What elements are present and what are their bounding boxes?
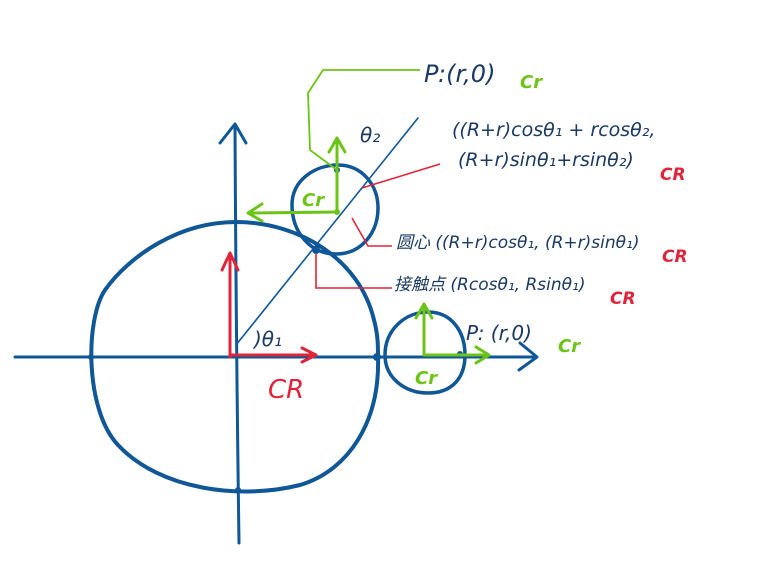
x-axis-arrowhead: [517, 341, 539, 372]
center-label: 圆心 ((R+r)cosθ₁, (R+r)sinθ₁): [396, 233, 640, 253]
y-axis-arrowhead: [218, 122, 248, 145]
p-top-label: P:(r,0): [424, 60, 495, 88]
big-circle-right-tick: [373, 353, 381, 361]
contact-subscript: CR: [610, 289, 636, 309]
formula-line1: ((R+r)cosθ₁ + rcosθ₂,: [452, 119, 655, 141]
p-leader-line: [307, 69, 420, 171]
CR-axes: [220, 251, 318, 364]
p-right-subscript: Cr: [558, 336, 581, 357]
big-circle-left-tick: [88, 354, 94, 360]
big-circle-bottom-tick: [235, 487, 241, 493]
y-axis: [233, 125, 241, 545]
upper-circle-center: [334, 209, 340, 215]
p-right-label: P: (r,0): [466, 321, 532, 345]
radial-line: [235, 117, 419, 346]
right-local-axes: [414, 302, 491, 365]
center-subscript: CR: [662, 247, 688, 267]
theta1-label: )θ₁: [252, 327, 282, 351]
theta2-label: θ₂: [360, 123, 380, 147]
formula-leader-line: [361, 163, 441, 189]
cr-right-label: Cr: [415, 368, 438, 389]
formula-subscript: CR: [660, 165, 686, 185]
center-leader-line: [351, 217, 392, 247]
cr-upper-label: Cr: [302, 190, 325, 211]
upper-small-circle: [290, 163, 380, 256]
big-circle: [89, 219, 381, 494]
axes: [13, 122, 539, 545]
x-axis: [13, 355, 537, 359]
CR-big-label: CR: [268, 375, 304, 405]
contact-label: 接触点 (Rcosθ₁, Rsinθ₁): [394, 275, 586, 295]
p-top-subscript: Cr: [520, 72, 543, 93]
formula-line2: (R+r)sinθ₁+rsinθ₂): [458, 149, 634, 171]
contact-leader-line: [315, 254, 392, 289]
upper-local-axes: [246, 136, 347, 223]
